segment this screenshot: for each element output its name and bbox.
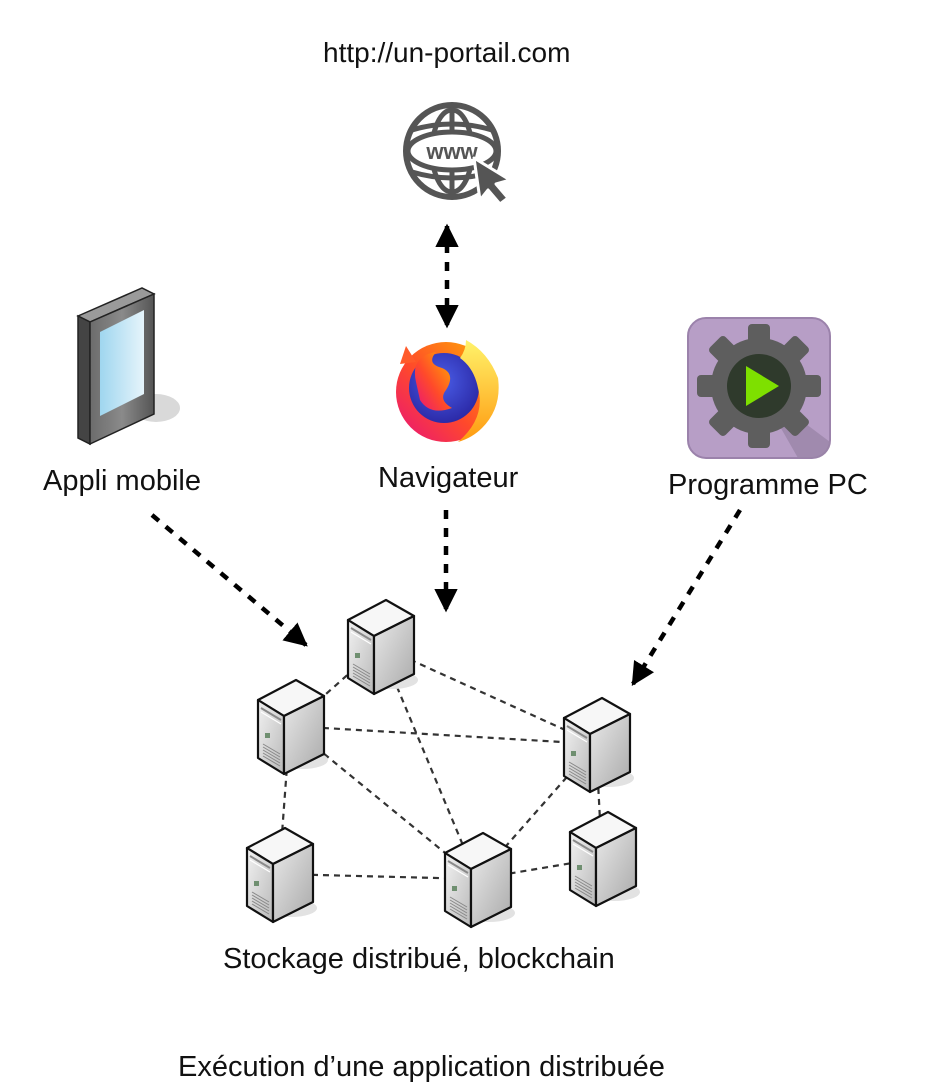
server-icon-s3[interactable] <box>562 696 636 794</box>
client-arrows <box>150 223 742 686</box>
server-icon-s2[interactable] <box>256 678 330 776</box>
diagram-caption: Exécution d’une application distribuée <box>178 1051 665 1083</box>
www-globe-cursor-icon[interactable]: www <box>403 102 512 206</box>
server-icon-s4[interactable] <box>245 826 319 924</box>
arrow-pc-to-s3 <box>631 508 742 686</box>
portal-url-label: http://un-portail.com <box>323 37 571 68</box>
server-icon-s1[interactable] <box>346 598 420 696</box>
server-icon-s5[interactable] <box>443 831 517 929</box>
network-link-s3-s6 <box>594 743 604 859</box>
client-label-browser: Navigateur <box>378 462 519 494</box>
server-icon-s6[interactable] <box>568 810 642 908</box>
client-label-pc: Programme PC <box>668 469 868 501</box>
network-links <box>277 644 604 881</box>
client-label-mobile: Appli mobile <box>43 465 201 497</box>
server-nodes <box>245 598 642 929</box>
gear-play-app-icon[interactable] <box>687 317 831 459</box>
arrow-mobile-to-s1 <box>150 513 308 647</box>
network-link-s3-s5 <box>476 743 597 880</box>
network-link-s1-s5 <box>378 645 479 880</box>
network-link-s2-s3 <box>289 724 597 746</box>
www-text: www <box>425 139 478 164</box>
mobile-tablet-icon[interactable] <box>76 287 180 446</box>
network-label: Stockage distribué, blockchain <box>223 943 615 975</box>
firefox-browser-icon[interactable] <box>396 340 499 442</box>
